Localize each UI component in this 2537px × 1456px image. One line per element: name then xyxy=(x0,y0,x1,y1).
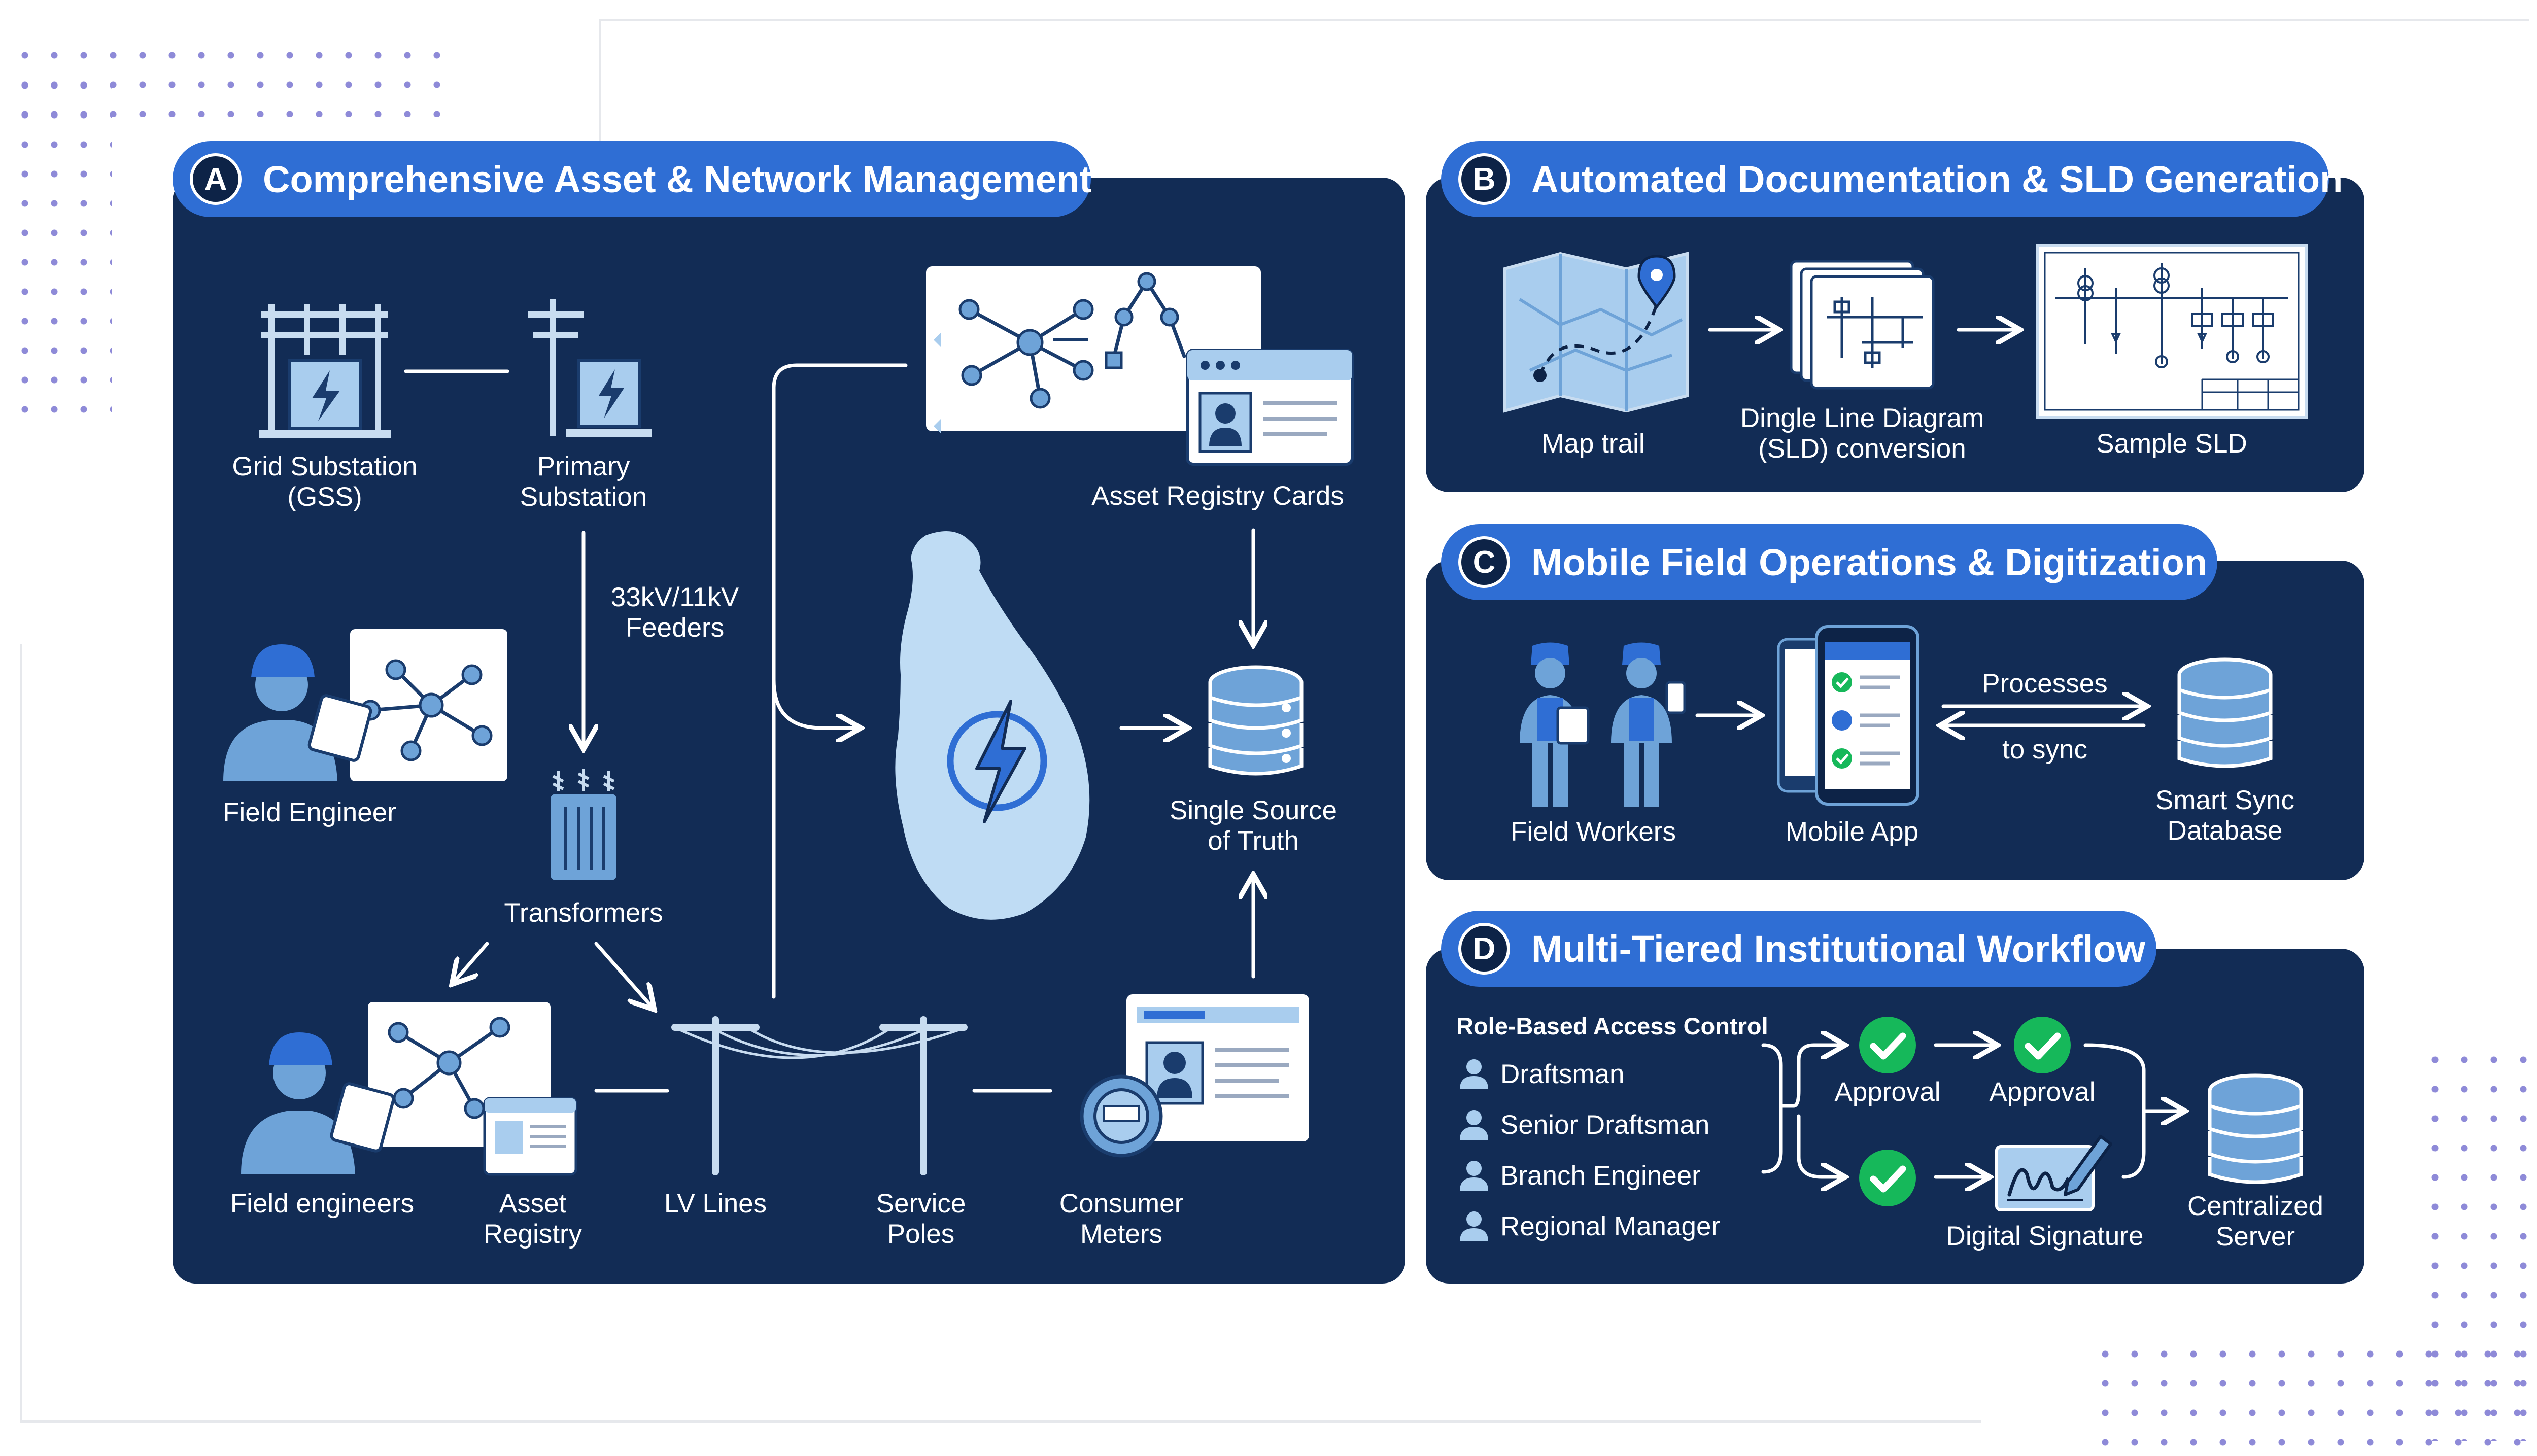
signature-check-icon xyxy=(1859,1150,1916,1206)
dot-pattern-left xyxy=(10,71,112,426)
smart-sync-label: Smart Sync Database xyxy=(2155,785,2294,846)
dot-pattern-right xyxy=(2420,1045,2537,1441)
bracket-line xyxy=(772,678,858,728)
grid-substation-icon xyxy=(259,304,391,438)
panel-a-tab: A Comprehensive Asset & Network Manageme… xyxy=(173,141,1092,217)
panel-d-badge: D xyxy=(1458,923,1510,975)
panel-c-title: Mobile Field Operations & Digitization xyxy=(1531,541,2208,583)
role-item-branch-engineer: Branch Engineer xyxy=(1459,1159,1701,1192)
approval-check-icon-2 xyxy=(2014,1017,2071,1073)
feedback-loop-line xyxy=(772,363,908,999)
lv-lines-label: LV Lines xyxy=(664,1189,767,1219)
user-icon xyxy=(1460,1059,1488,1089)
role-label: Draftsman xyxy=(1500,1059,1625,1089)
user-icon xyxy=(1460,1161,1488,1191)
field-workers-label: Field Workers xyxy=(1511,817,1676,847)
panel-a-badge: A xyxy=(190,153,242,205)
lv-lines-icon xyxy=(671,1016,968,1175)
roles-bracket xyxy=(1761,1043,1783,1174)
digital-signature-icon xyxy=(1995,1135,2112,1211)
panel-b-title: Automated Documentation & SLD Generation xyxy=(1531,158,2343,200)
transformer-to-lv-arrow xyxy=(594,942,652,1007)
transformer-to-field-arrow xyxy=(454,942,489,982)
role-item-regional-manager: Regional Manager xyxy=(1459,1210,1720,1242)
merge-bracket xyxy=(2083,1043,2146,1179)
sample-sld-label: Sample SLD xyxy=(2096,429,2247,459)
map-trail-label: Map trail xyxy=(1541,429,1645,459)
processes-label: Processes xyxy=(1982,669,2108,699)
role-label: Regional Manager xyxy=(1500,1211,1721,1241)
sld-conversion-label: Dingle Line Diagram (SLD) conversion xyxy=(1740,403,1984,464)
field-engineer-label: Field Engineer xyxy=(223,798,396,827)
field-engineers-icon xyxy=(241,1002,577,1176)
field-engineers-label: Field engineers xyxy=(230,1189,415,1219)
mobile-app-icon xyxy=(1777,625,1919,806)
island-map-icon xyxy=(895,531,1090,920)
map-trail-icon xyxy=(1503,252,1689,413)
sample-sld-icon xyxy=(2036,244,2308,419)
to-sync-label: to sync xyxy=(2002,735,2087,765)
panel-d-tab: D Multi-Tiered Institutional Workflow xyxy=(1441,911,2156,987)
centralized-server-label: Centralized Server xyxy=(2187,1191,2324,1252)
asset-registry-cards-label: Asset Registry Cards xyxy=(1091,481,1344,511)
primary-substation-icon xyxy=(528,299,652,437)
feeders-label: 33kV/11kV Feeders xyxy=(610,582,739,643)
grid-substation-label: Grid Substation (GSS) xyxy=(232,452,418,512)
user-icon xyxy=(1460,1110,1488,1140)
background-frame-left xyxy=(20,644,1981,1423)
panel-a-title: Comprehensive Asset & Network Management xyxy=(263,158,1092,200)
transformer-icon xyxy=(551,769,616,880)
consumer-meter-icon xyxy=(1080,994,1309,1158)
bracket-to-approval xyxy=(1779,1045,1842,1108)
approval-check-icon xyxy=(1859,1017,1916,1073)
field-workers-icon xyxy=(1520,642,1686,807)
smart-sync-database-icon xyxy=(2177,657,2273,768)
role-item-draftsman: Draftsman xyxy=(1459,1058,1624,1090)
user-icon xyxy=(1460,1211,1488,1241)
approval-label-2: Approval xyxy=(1989,1077,2096,1107)
service-poles-label: Service Poles xyxy=(876,1189,966,1249)
rbac-heading: Role-Based Access Control xyxy=(1456,1013,1768,1039)
field-engineer-icon xyxy=(223,629,507,781)
approval-label-1: Approval xyxy=(1834,1077,1941,1107)
centralized-server-icon xyxy=(2208,1073,2303,1184)
transformers-label: Transformers xyxy=(504,898,663,928)
single-source-database-icon xyxy=(1208,665,1304,776)
panel-b-tab: B Automated Documentation & SLD Generati… xyxy=(1441,141,2343,217)
consumer-meters-label: Consumer Meters xyxy=(1059,1189,1184,1249)
asset-registry-label: Asset Registry xyxy=(483,1189,582,1249)
role-label: Branch Engineer xyxy=(1500,1160,1701,1191)
panel-c-tab: C Mobile Field Operations & Digitization xyxy=(1441,524,2217,600)
panel-c-badge: C xyxy=(1458,536,1510,588)
mobile-app-label: Mobile App xyxy=(1785,817,1919,847)
panel-d-title: Multi-Tiered Institutional Workflow xyxy=(1531,927,2146,970)
role-label: Senior Draftsman xyxy=(1500,1110,1710,1140)
digital-signature-label: Digital Signature xyxy=(1946,1221,2144,1251)
panel-b-badge: B xyxy=(1458,153,1510,205)
single-source-label: Single Source of Truth xyxy=(1170,795,1337,856)
bracket-to-check xyxy=(1797,1114,1842,1177)
role-item-senior-draftsman: Senior Draftsman xyxy=(1459,1108,1709,1141)
sld-conversion-icon xyxy=(1790,260,1935,390)
primary-substation-label: Primary Substation xyxy=(520,452,647,512)
asset-registry-cards-icon xyxy=(926,266,1354,466)
